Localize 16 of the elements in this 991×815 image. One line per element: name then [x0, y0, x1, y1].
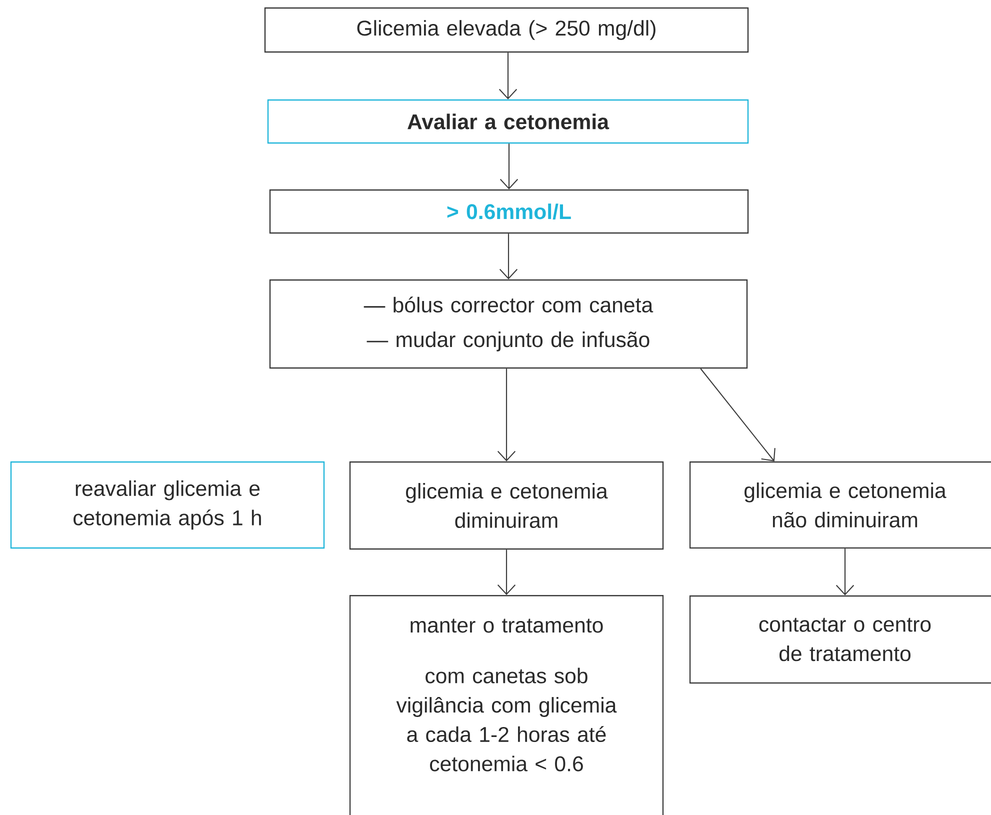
arrow	[836, 548, 854, 596]
process-box: contactar o centro de tratamento	[689, 595, 991, 684]
process-box: glicemia e cetonemia não diminuiram	[689, 461, 991, 549]
arrow	[497, 550, 516, 595]
process-box: — bólus corrector com caneta — mudar conjunto de infusão	[269, 279, 748, 369]
arrow	[497, 368, 516, 462]
process-box: > 0.6mmol/L	[269, 189, 749, 234]
process-box: Glicemia elevada (> 250 mg/dl)	[264, 7, 749, 53]
arrow	[500, 144, 518, 190]
arrow	[498, 52, 518, 100]
process-box: Avaliar a cetonemia	[267, 99, 749, 144]
process-box: manter o tratamento com canetas sob vigilância com glicemia a cada 1-2 horas até cetonemia < 0.6	[349, 595, 664, 815]
arrow	[700, 368, 776, 462]
arrow	[499, 234, 518, 280]
note-box: reavaliar glicemia e cetonemia após 1 h	[10, 461, 325, 549]
process-box: glicemia e cetonemia diminuiram	[349, 461, 664, 550]
